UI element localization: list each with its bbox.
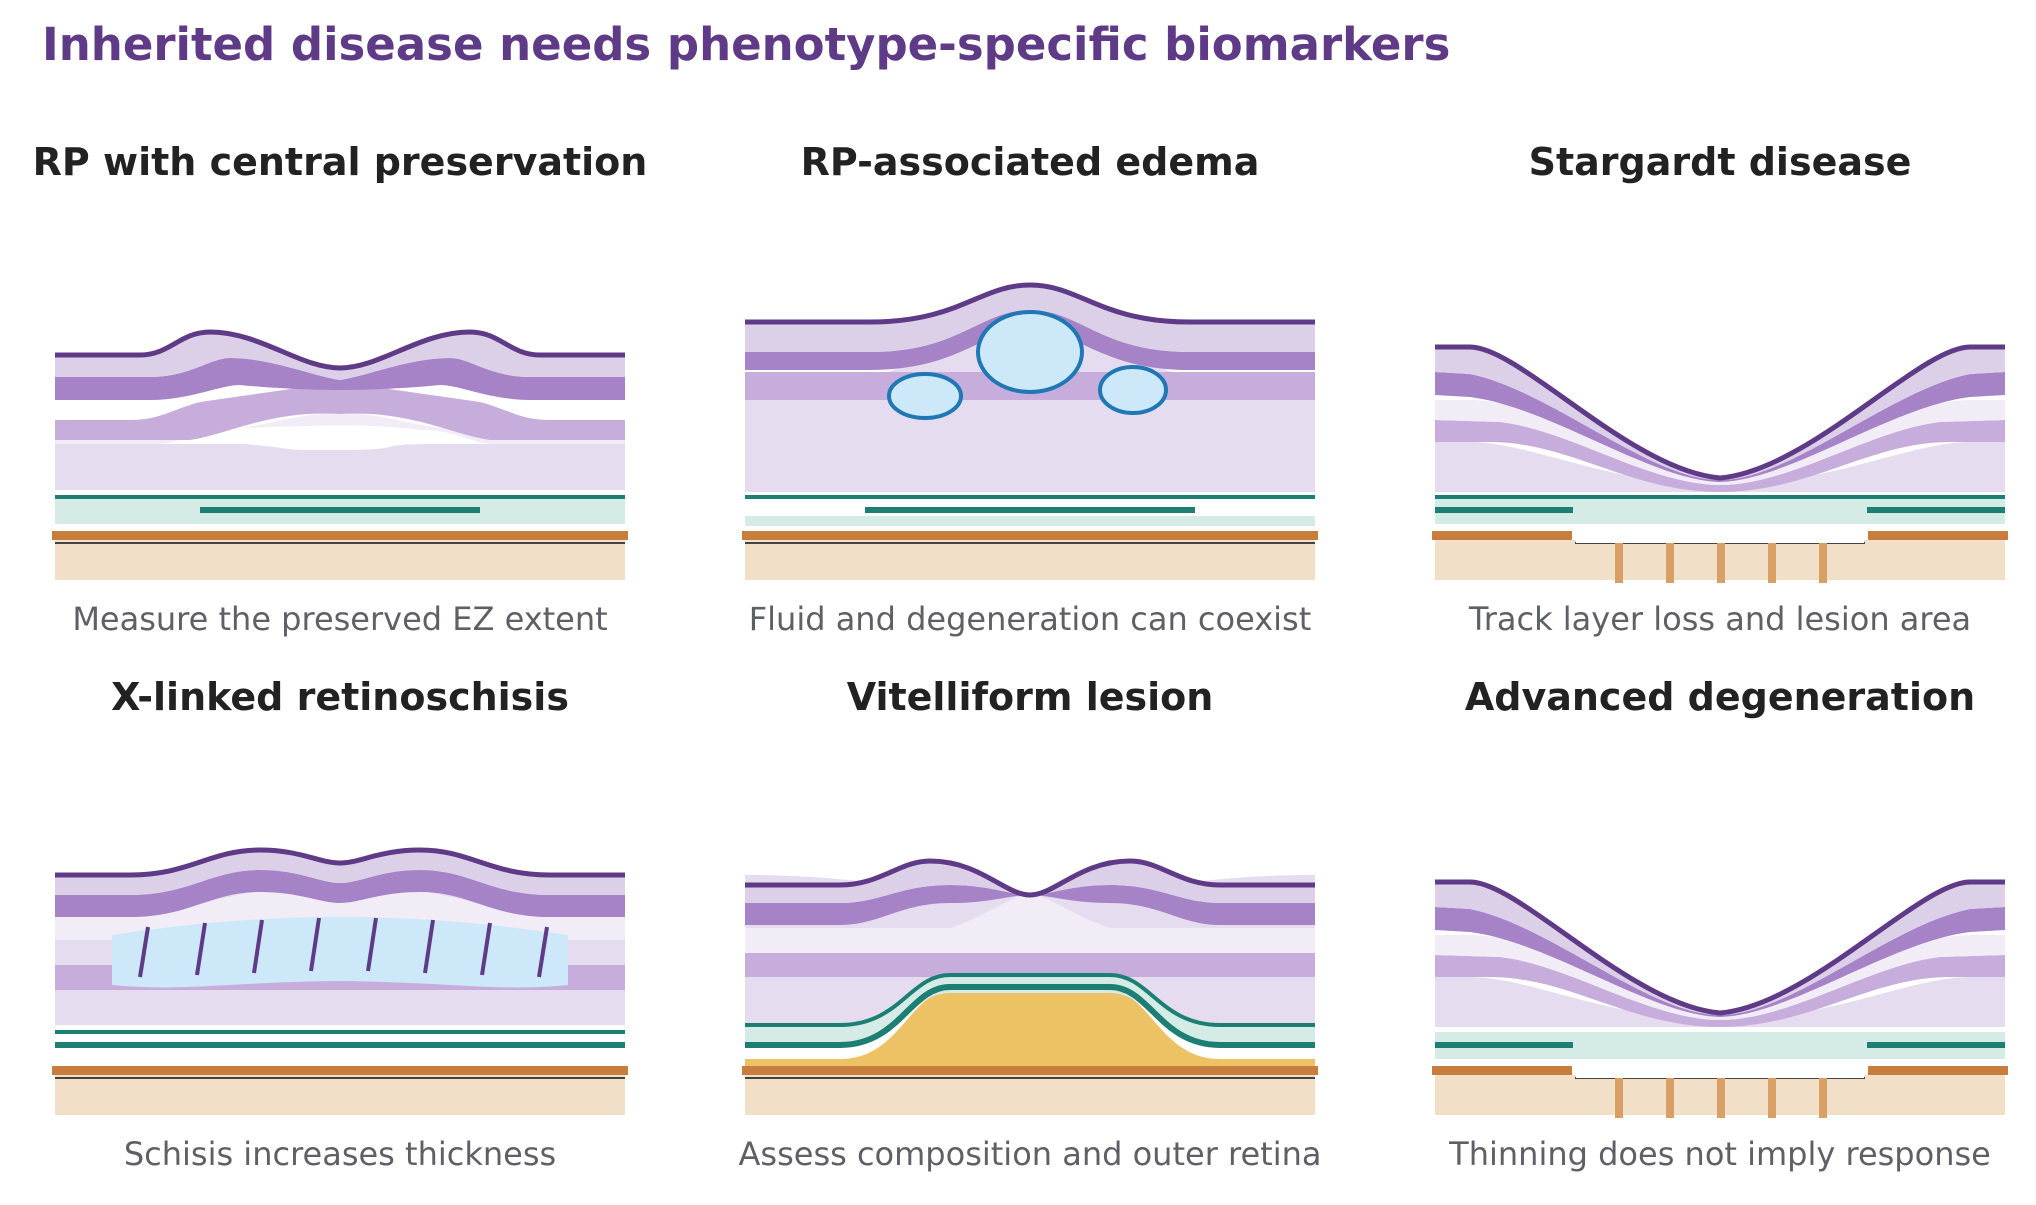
fluid-cyst-right [1098, 365, 1168, 415]
rpe-atrophy-gap [1576, 531, 1864, 543]
atrophy-bar [1819, 543, 1827, 583]
ipl-band [745, 310, 1315, 370]
atrophy-bar [1819, 1078, 1827, 1118]
schisis-bridge [252, 919, 264, 974]
nfl-band [55, 332, 625, 380]
rpe-band-right [1868, 1066, 2008, 1075]
inner-retina-fill [1435, 442, 2005, 492]
schisis-bridge [423, 919, 435, 974]
atrophy-bar [1666, 543, 1674, 583]
atrophy-bar [1615, 543, 1623, 583]
atrophy-bar [1717, 543, 1725, 583]
fluid-cyst-large [976, 310, 1084, 394]
panel-title: Vitelliform lesion [846, 675, 1214, 719]
pale-band [1435, 935, 2005, 1020]
ipl-band [1435, 907, 2005, 1017]
rpe-band-left [1432, 1066, 1572, 1075]
retina-cross-section-diagram [52, 329, 628, 580]
schisis-bridge [537, 926, 549, 978]
atrophy-bar [1717, 1078, 1725, 1118]
panel-x-linked-retinoschisis: X-linked retinoschisis Schisis increases… [30, 675, 650, 1205]
rpe-band [742, 531, 1318, 540]
panel-caption: Schisis increases thickness [123, 1135, 557, 1173]
nfl-band [745, 861, 1315, 903]
inner-retina-fill [1435, 977, 2005, 1027]
ipl-band [745, 885, 1315, 925]
panel-advanced-degeneration: Advanced degeneration Thinning does not … [1410, 675, 2030, 1205]
opl-band [745, 953, 1315, 977]
panel-caption: Track layer loss and lesion area [1468, 600, 1972, 638]
ilm-line [55, 847, 625, 878]
rpe-band [52, 531, 628, 540]
panel-title: RP with central preservation [32, 140, 648, 184]
fluid-cyst-left [887, 372, 963, 420]
retina-cross-section-diagram [1432, 879, 2008, 1118]
page-title: Inherited disease needs phenotype-specif… [42, 18, 1451, 71]
ipl-band [55, 870, 625, 917]
panel-caption: Fluid and degeneration can coexist [748, 600, 1312, 638]
inner-retina-fill [55, 444, 625, 490]
nfl-band [55, 850, 625, 895]
panel-caption: Thinning does not imply response [1449, 1135, 1991, 1173]
nfl-band [1435, 347, 2005, 480]
schisis-bridge [195, 922, 207, 976]
rpe-atrophy-gap [1576, 1066, 1864, 1078]
rpe-band-left [1432, 531, 1572, 540]
retina-cross-section-diagram [1432, 344, 2008, 583]
atrophy-bar [1768, 543, 1776, 583]
choroid-layer [55, 1075, 625, 1115]
ilm-line [1435, 879, 2005, 1016]
schisis-bridge [309, 917, 321, 972]
nfl-band [1435, 882, 2005, 1015]
ilm-line [745, 282, 1315, 325]
gap [1435, 1027, 2005, 1032]
ez-fill-band [745, 516, 1315, 526]
schisis-cavity [112, 917, 568, 988]
panel-rp-central-preservation: RP with central preservation Measure the… [30, 140, 650, 670]
panel-title: Advanced degeneration [1464, 675, 1976, 719]
panel-title: X-linked retinoschisis [111, 675, 569, 719]
ilm-line [745, 858, 1315, 898]
panel-caption: Assess composition and outer retina [738, 1135, 1322, 1173]
schisis-bridge [366, 917, 378, 972]
opl-band [1435, 420, 2005, 492]
ipl-band [1435, 372, 2005, 482]
retina-cross-section-diagram [742, 858, 1318, 1115]
vitelliform-material [745, 991, 1315, 1066]
rpe-band [742, 1066, 1318, 1075]
nfl-band [745, 285, 1315, 352]
panel-caption: Measure the preserved EZ extent [72, 600, 608, 638]
ez-line [745, 984, 1315, 1048]
choroid-layer [745, 1075, 1315, 1115]
schisis-bridge [480, 922, 492, 976]
pale-band [745, 895, 1315, 953]
schisis-bridge [138, 926, 150, 978]
ipl-band [55, 358, 625, 400]
choroid-layer [55, 540, 625, 580]
rpe-band [52, 1066, 628, 1075]
panel-rp-edema: RP-associated edema Fluid and degenerati… [720, 140, 1340, 670]
retina-cross-section-diagram [52, 847, 628, 1115]
atrophy-bar [1615, 1078, 1623, 1118]
retina-cross-section-diagram [742, 282, 1318, 580]
ilm-line [55, 329, 625, 371]
elm-line [745, 973, 1315, 1027]
opl-band [1435, 955, 2005, 1027]
panel-vitelliform: Vitelliform lesion Assess composition an… [720, 675, 1340, 1205]
opl-band [55, 382, 625, 440]
panel-stargardt: Stargardt disease Track layer loss and l… [1410, 140, 2030, 670]
ilm-line [1435, 344, 2005, 481]
atrophy-bar [1768, 1078, 1776, 1118]
choroid-layer [745, 540, 1315, 580]
pale-band [1435, 400, 2005, 485]
panel-title: RP-associated edema [800, 140, 1260, 184]
panel-title: Stargardt disease [1528, 140, 1912, 184]
atrophy-bar [1666, 1078, 1674, 1118]
rpe-band-right [1868, 531, 2008, 540]
